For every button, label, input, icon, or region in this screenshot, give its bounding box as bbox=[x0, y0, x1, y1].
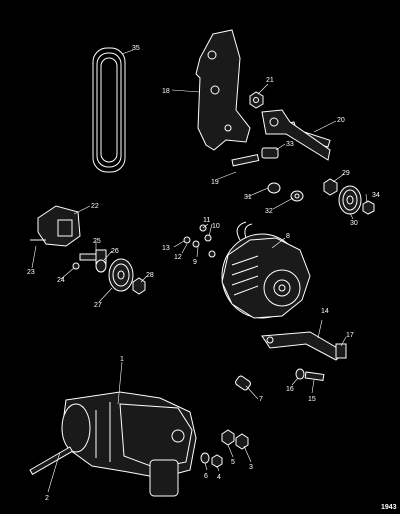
callout-25: 25 bbox=[93, 238, 101, 245]
adjusting-brace bbox=[261, 109, 331, 161]
bolt-15 bbox=[304, 371, 325, 382]
callout-20: 20 bbox=[337, 117, 345, 124]
callout-9: 9 bbox=[193, 259, 197, 266]
nut-28 bbox=[132, 277, 146, 295]
spacer-33 bbox=[261, 147, 279, 159]
callout-21: 21 bbox=[266, 77, 274, 84]
callout-31: 31 bbox=[244, 194, 252, 201]
idler-pulley-30 bbox=[338, 185, 362, 215]
washer-16 bbox=[295, 368, 305, 380]
nut-34 bbox=[362, 200, 375, 215]
callout-19: 19 bbox=[211, 179, 219, 186]
terminal-connector-7 bbox=[235, 375, 251, 391]
callout-8: 8 bbox=[286, 233, 290, 240]
terminal-nuts bbox=[200, 429, 249, 468]
callout-26: 26 bbox=[111, 248, 119, 255]
callout-30: 30 bbox=[350, 220, 358, 227]
callout-4: 4 bbox=[217, 474, 221, 481]
callout-6: 6 bbox=[204, 473, 208, 480]
callout-13: 13 bbox=[162, 245, 170, 252]
callout-16: 16 bbox=[286, 386, 294, 393]
nut-29 bbox=[323, 178, 338, 196]
callout-27: 27 bbox=[94, 302, 102, 309]
callout-23: 23 bbox=[27, 269, 35, 276]
callout-5: 5 bbox=[231, 459, 235, 466]
bolt-17 bbox=[335, 343, 347, 359]
washer-26 bbox=[95, 259, 107, 273]
callout-33: 33 bbox=[286, 141, 294, 148]
washer-31 bbox=[267, 182, 281, 194]
callout-17: 17 bbox=[346, 332, 354, 339]
callout-24: 24 bbox=[57, 277, 65, 284]
callout-labels: 1 2 3 4 5 6 7 8 9 10 11 12 13 14 15 16 1… bbox=[27, 45, 380, 502]
pulley-27 bbox=[108, 258, 134, 292]
callout-15: 15 bbox=[308, 396, 316, 403]
screw-24 bbox=[72, 262, 80, 270]
mounting-bracket bbox=[195, 29, 251, 151]
callout-14: 14 bbox=[321, 308, 329, 315]
callout-12: 12 bbox=[174, 254, 182, 261]
callout-2: 2 bbox=[45, 495, 49, 502]
callout-28: 28 bbox=[146, 272, 154, 279]
callout-11: 11 bbox=[203, 217, 210, 224]
washer-32 bbox=[290, 190, 304, 202]
callout-7: 7 bbox=[259, 396, 263, 403]
nut-21 bbox=[249, 91, 264, 109]
callout-32: 32 bbox=[265, 208, 273, 215]
stud-19 bbox=[231, 154, 260, 167]
callout-35: 35 bbox=[132, 45, 140, 52]
leader-lines bbox=[31, 49, 368, 493]
support-bracket-14 bbox=[261, 331, 345, 361]
callout-10: 10 bbox=[212, 223, 220, 230]
bolt-2 bbox=[29, 446, 74, 476]
callout-3: 3 bbox=[249, 464, 253, 471]
drive-belt bbox=[92, 47, 126, 173]
figure-number: 1943 bbox=[381, 504, 397, 511]
callout-18: 18 bbox=[162, 88, 170, 95]
tensioner-bracket bbox=[30, 205, 81, 247]
starter-motor bbox=[61, 391, 197, 497]
callout-1: 1 bbox=[120, 356, 124, 363]
callout-29: 29 bbox=[342, 170, 350, 177]
alternator bbox=[221, 221, 311, 319]
callout-34: 34 bbox=[372, 192, 380, 199]
callout-22: 22 bbox=[91, 203, 99, 210]
